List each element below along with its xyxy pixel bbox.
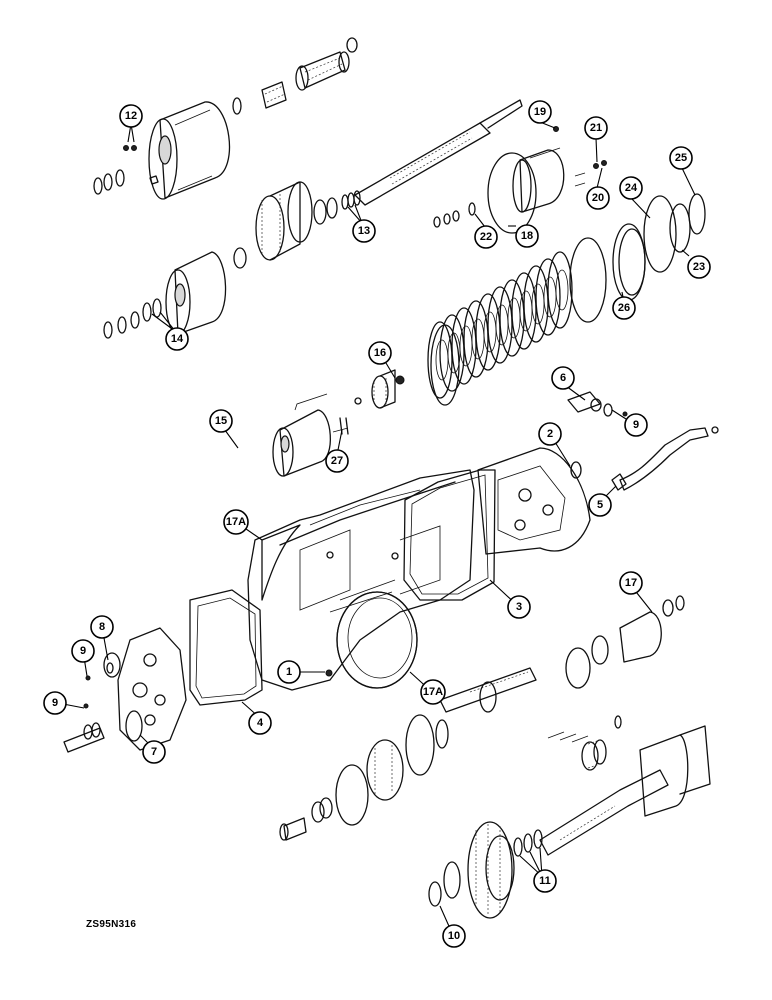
clutch-disc	[439, 314, 465, 392]
svg-text:9: 9	[80, 645, 86, 657]
svg-text:20: 20	[592, 192, 604, 204]
lower-output-assembly	[279, 591, 711, 919]
callout-26: 26	[612, 296, 636, 320]
svg-text:2: 2	[547, 428, 553, 440]
right-cover	[477, 391, 719, 555]
svg-text:24: 24	[625, 182, 638, 194]
svg-text:6: 6	[560, 372, 566, 384]
clutch-disc	[475, 293, 501, 371]
svg-text:13: 13	[358, 225, 370, 237]
callout-1: 1	[277, 660, 301, 684]
callout-7: 7	[142, 740, 166, 764]
callout-11: 11	[533, 869, 557, 893]
callout-15: 15	[209, 409, 233, 433]
callouts: 12 13 14 19 21 20 25 24 23 26 18 22 16 6…	[43, 100, 711, 948]
main-shaft	[233, 99, 523, 269]
callout-2: 2	[538, 422, 562, 446]
svg-text:25: 25	[675, 152, 687, 164]
svg-text:7: 7	[151, 746, 157, 758]
piston-housing	[433, 126, 706, 301]
callout-19: 19	[528, 100, 552, 124]
callout-4: 4	[248, 711, 272, 735]
callout-13: 13	[352, 219, 376, 243]
callout-24: 24	[619, 176, 643, 200]
svg-text:12: 12	[125, 110, 137, 122]
svg-text:17: 17	[625, 577, 637, 589]
clutch-disc	[511, 272, 537, 350]
callout-8: 8	[90, 615, 114, 639]
svg-text:1: 1	[286, 666, 292, 678]
svg-text:27: 27	[331, 455, 343, 467]
svg-text:23: 23	[693, 261, 705, 273]
clutch-disc	[487, 286, 513, 364]
leader-lines	[57, 121, 696, 934]
svg-text:22: 22	[480, 231, 492, 243]
callout-12: 12	[119, 104, 143, 128]
callout-21: 21	[584, 116, 608, 140]
svg-text:17A: 17A	[226, 516, 246, 528]
document-code: ZS95N316	[86, 919, 137, 930]
callout-9-mid: 9	[71, 639, 95, 663]
svg-text:9: 9	[52, 697, 58, 709]
callout-9-right: 9	[624, 413, 648, 437]
pinion-carrier	[272, 369, 405, 477]
svg-text:21: 21	[590, 122, 602, 134]
callout-9-left: 9	[43, 691, 67, 715]
end-plate	[430, 324, 460, 406]
callout-16: 16	[368, 341, 392, 365]
callout-14: 14	[165, 327, 189, 351]
clutch-disc-pack	[427, 237, 607, 406]
callout-17: 17	[619, 571, 643, 595]
svg-text:18: 18	[521, 230, 533, 242]
upper-clutch-assembly	[93, 37, 358, 200]
svg-text:17A: 17A	[423, 686, 443, 698]
clutch-disc	[499, 279, 525, 357]
clutch-disc-hub	[555, 269, 569, 311]
left-cover	[63, 589, 263, 753]
callout-27: 27	[325, 449, 349, 473]
second-clutch-drum	[103, 251, 227, 339]
callout-17a-upper: 17A	[223, 509, 249, 535]
svg-text:9: 9	[633, 419, 639, 431]
svg-text:8: 8	[99, 621, 105, 633]
transmission-housing	[247, 469, 496, 691]
callout-6: 6	[551, 366, 575, 390]
clutch-disc	[463, 300, 489, 378]
callout-22: 22	[474, 225, 498, 249]
svg-text:26: 26	[618, 302, 630, 314]
svg-text:16: 16	[374, 347, 386, 359]
callout-18: 18	[515, 224, 539, 248]
callout-5: 5	[588, 493, 612, 517]
clutch-disc	[451, 307, 477, 385]
clutch-disc	[427, 321, 453, 399]
callout-25: 25	[669, 146, 693, 170]
clutch-disc	[547, 251, 573, 329]
callout-10: 10	[442, 924, 466, 948]
svg-text:14: 14	[171, 333, 184, 345]
svg-text:11: 11	[539, 875, 551, 887]
svg-text:3: 3	[516, 601, 522, 613]
callout-3: 3	[507, 595, 531, 619]
svg-text:4: 4	[257, 717, 264, 729]
pressure-plate	[569, 237, 607, 323]
clutch-disc	[523, 265, 549, 343]
callout-17a-lower: 17A	[420, 679, 446, 705]
callout-23: 23	[687, 255, 711, 279]
clutch-disc	[535, 258, 561, 336]
svg-text:10: 10	[448, 930, 460, 942]
callout-20: 20	[586, 186, 610, 210]
svg-text:15: 15	[215, 415, 227, 427]
svg-text:19: 19	[534, 106, 546, 118]
svg-text:5: 5	[597, 499, 603, 511]
